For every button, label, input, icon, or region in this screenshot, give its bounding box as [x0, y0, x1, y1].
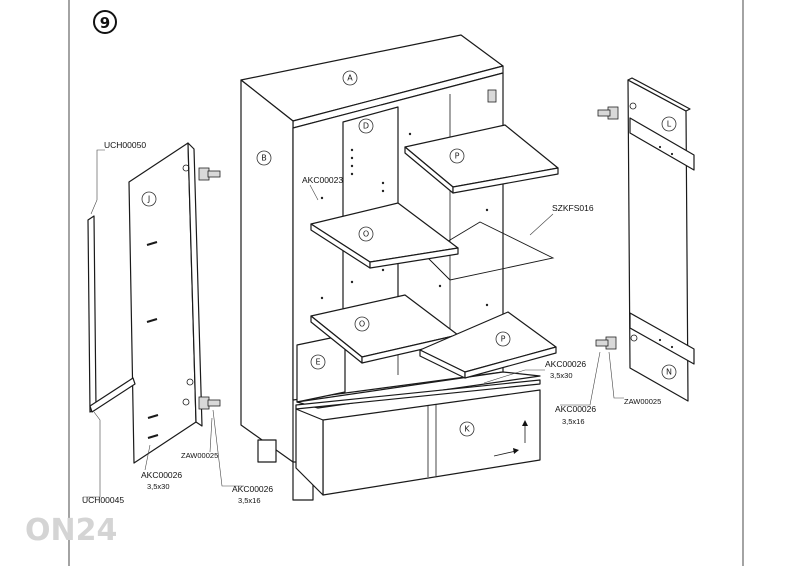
label-akc-center-code: AKC00026 — [545, 359, 586, 369]
shelf-pin-holes — [320, 132, 489, 307]
label-akc-left-inner-size: 3,5x30 — [147, 482, 170, 491]
right-door-top-rail — [629, 117, 695, 171]
label-akc-center-size: 3,5x30 — [550, 371, 573, 380]
part-bubble-o-top: O — [358, 226, 374, 242]
svg-text:P: P — [455, 152, 460, 161]
part-bubble-a: A — [342, 70, 358, 86]
part-bubble-j: J — [141, 191, 157, 207]
left-door-j — [128, 142, 203, 464]
label-akc-right-code: AKC00026 — [555, 404, 596, 414]
part-bubble-b: B — [256, 150, 272, 166]
svg-text:J: J — [147, 195, 150, 204]
label-uch00045: UCH00045 — [82, 495, 124, 505]
svg-text:B: B — [261, 154, 267, 163]
svg-text:P: P — [501, 335, 506, 344]
label-akc-left-inner-code: AKC00026 — [141, 470, 182, 480]
label-akc-left-outer-code: AKC00026 — [232, 484, 273, 494]
step-number: 9 — [100, 14, 110, 32]
right-door — [627, 77, 695, 402]
left-hinge-bottom — [198, 396, 221, 410]
svg-text:D: D — [363, 122, 369, 131]
leader-lines — [83, 149, 624, 498]
svg-text:O: O — [363, 230, 369, 239]
right-hinge-top — [597, 106, 619, 120]
part-bubble-l: L — [661, 116, 677, 132]
label-zaw-left: ZAW00025 — [181, 451, 218, 460]
left-door-frame-strip — [87, 215, 136, 413]
svg-text:O: O — [359, 320, 365, 329]
svg-text:N: N — [666, 368, 672, 377]
cabinet-hinge-top-right — [487, 89, 497, 103]
svg-text:A: A — [347, 74, 353, 83]
label-akc00023: AKC00023 — [302, 175, 343, 185]
part-bubble-e: E — [310, 354, 326, 370]
drawer-front — [322, 389, 541, 496]
drawer-top-rail — [295, 379, 541, 410]
label-akc-left-outer-size: 3,5x16 — [238, 496, 261, 505]
right-door-bottom-rail — [629, 312, 695, 365]
side-panel-b — [240, 79, 294, 463]
part-bubble-o-bottom: O — [354, 316, 370, 332]
label-szkfs016: SZKFS016 — [552, 203, 594, 213]
leg-left — [257, 439, 277, 463]
part-bubble-d: D — [358, 118, 374, 134]
svg-text:E: E — [315, 358, 320, 367]
watermark-logo: ON24 — [25, 513, 117, 548]
arrow-right — [493, 450, 517, 457]
label-zaw-right: ZAW00025 — [624, 397, 661, 406]
svg-text:K: K — [464, 425, 470, 434]
label-akc-right-size: 3,5x16 — [562, 417, 585, 426]
right-hinge-bottom — [595, 336, 617, 350]
step-badge: 9 — [93, 10, 117, 34]
part-bubble-k: K — [459, 421, 475, 437]
shelf-p-bottom — [419, 311, 557, 379]
left-hinge-top — [198, 167, 221, 181]
part-bubble-p-top: P — [449, 148, 465, 164]
drawer-side — [295, 408, 324, 496]
shelf-o-top — [310, 202, 459, 269]
part-bubble-p-bottom: P — [495, 331, 511, 347]
svg-text:L: L — [667, 120, 672, 129]
shelf-p-top — [404, 124, 559, 194]
label-uch00050: UCH00050 — [104, 140, 146, 150]
drawer-k — [295, 379, 541, 496]
part-bubble-n: N — [661, 364, 677, 380]
